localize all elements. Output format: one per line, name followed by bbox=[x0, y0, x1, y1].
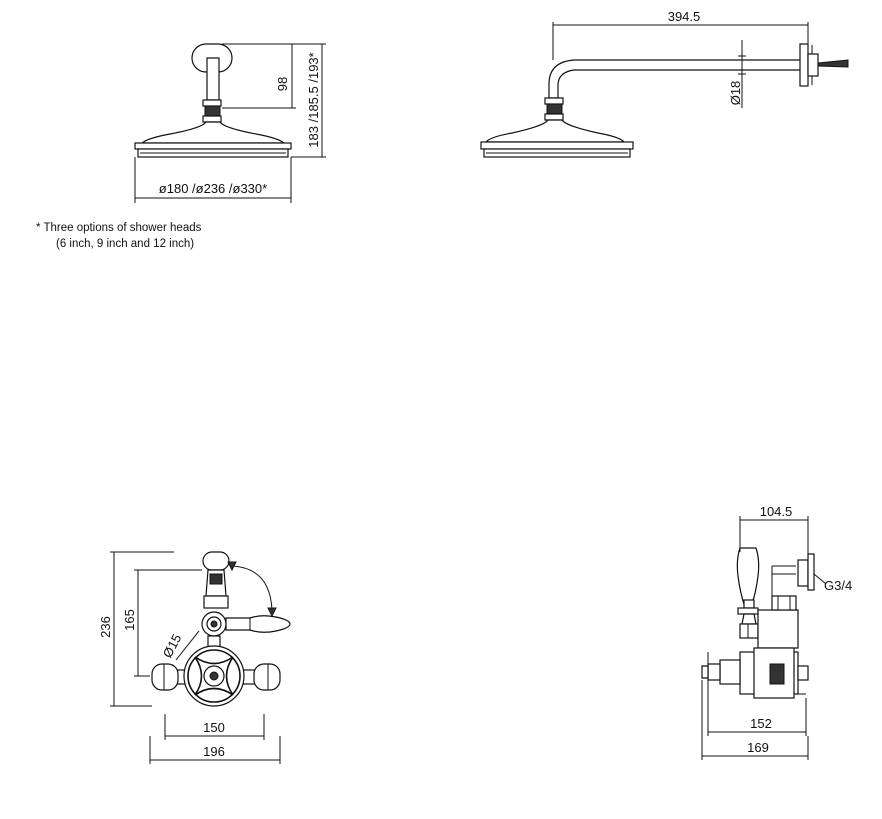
dim-valve-width: 196 bbox=[203, 744, 225, 759]
footnote-line-1: * Three options of shower heads bbox=[36, 222, 202, 234]
dim-arm-drop: 98 bbox=[275, 77, 290, 91]
valve-side-view: 104.5 G3/4 152 169 bbox=[701, 504, 852, 760]
dim-valve-centres: 150 bbox=[203, 720, 225, 735]
dim-valve-handle-height: 165 bbox=[122, 609, 137, 631]
dim-valve-total-depth: 169 bbox=[747, 740, 769, 755]
footnote-line-2: (6 inch, 9 inch and 12 inch) bbox=[56, 238, 195, 250]
dim-thread-size: G3/4 bbox=[824, 578, 852, 593]
dim-head-diameter: ø180 /ø236 /ø330* bbox=[159, 181, 267, 196]
shower-head-side-view: 394.5 Ø18 bbox=[480, 9, 849, 158]
valve-front-view: 236 165 Ø15 150 196 bbox=[98, 551, 291, 764]
dim-head-height: 183 /185.5 /193* bbox=[306, 52, 321, 147]
dim-arm-diameter: Ø18 bbox=[728, 81, 743, 106]
dim-outlet-offset: 104.5 bbox=[760, 504, 793, 519]
dim-arm-length: 394.5 bbox=[668, 9, 701, 24]
dim-valve-body-depth: 152 bbox=[750, 716, 772, 731]
shower-head-front-view: 98 183 /185.5 /193* ø180 /ø236 /ø330* bbox=[134, 43, 326, 203]
dim-valve-total-height: 236 bbox=[98, 616, 113, 638]
dim-outlet-diameter: Ø15 bbox=[160, 632, 185, 661]
